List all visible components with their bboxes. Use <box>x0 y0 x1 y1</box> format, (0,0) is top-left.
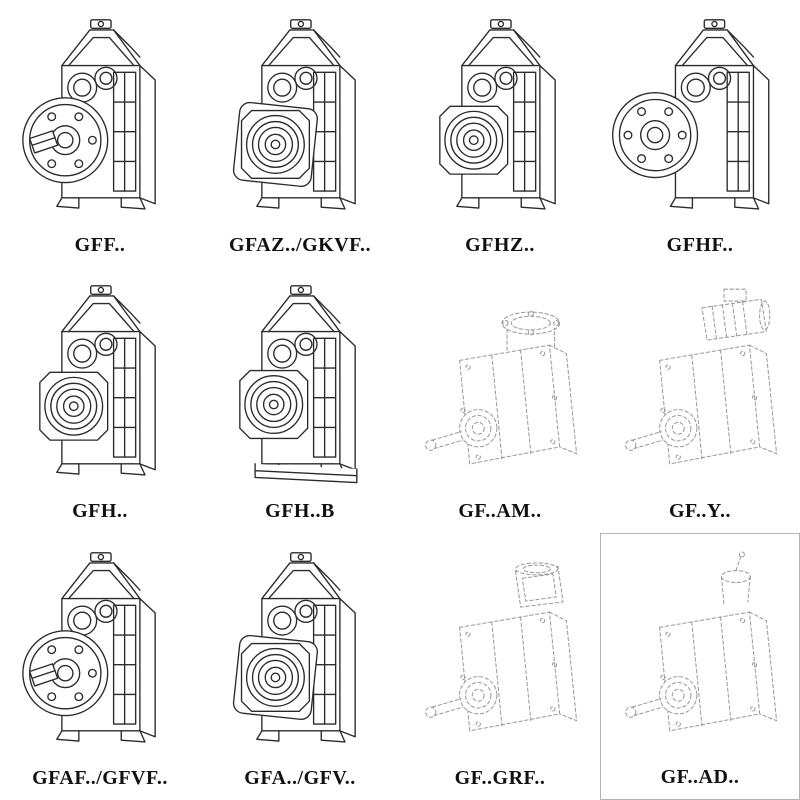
gearbox-model-label: GFF.. <box>74 233 126 256</box>
gearbox-cell: GFHZ.. <box>400 0 600 267</box>
flange-mounted-solid-shaft-icon <box>11 546 189 758</box>
gearbox-drawing-gf-grf <box>402 539 598 765</box>
gearbox-drawing-gfhz <box>402 6 598 232</box>
gearbox-drawing-gf-ad <box>603 540 797 764</box>
hollow-shaft-icon <box>11 279 189 491</box>
input-shaft-adapter-icon <box>607 546 794 758</box>
gearbox-drawing-gfaz-gkvf <box>202 6 398 232</box>
gearbox-cell: GF..AD.. <box>600 533 800 800</box>
iec-motor-adapter-icon <box>407 279 594 491</box>
gearbox-cell: GFH.. <box>0 267 200 534</box>
gearbox-model-label: GF..AM.. <box>458 500 542 523</box>
gearbox-drawing-gf-y <box>602 273 798 499</box>
gearbox-model-label: GFA../GFV.. <box>244 766 356 789</box>
gearbox-cell: GFHF.. <box>600 0 800 267</box>
hollow-shaft-round-flange-icon <box>611 13 789 225</box>
gearbox-drawing-gfaf-gfvf <box>2 539 198 765</box>
input-flange-block-icon <box>407 546 594 758</box>
motor-mounted-icon <box>607 279 794 491</box>
hollow-shaft-foot-base-icon <box>211 279 389 491</box>
gearbox-model-label: GFAF../GFVF.. <box>32 766 168 789</box>
gearbox-drawing-gfhf <box>602 6 798 232</box>
gearbox-model-label: GFAZ../GKVF.. <box>228 233 372 256</box>
hollow-shaft-square-flange-icon <box>211 546 389 758</box>
gearbox-model-label: GFH.. <box>72 500 128 523</box>
gearbox-cell: GF..Y.. <box>600 267 800 534</box>
gearbox-cell: GFAF../GFVF.. <box>0 533 200 800</box>
gearbox-model-label: GF..Y.. <box>668 500 732 523</box>
gearbox-cell: GFF.. <box>0 0 200 267</box>
gearbox-cell: GF..GRF.. <box>400 533 600 800</box>
gearbox-model-label: GF..AD.. <box>660 765 740 788</box>
gearbox-drawing-gf-am <box>402 273 598 499</box>
gearbox-drawing-gfa-gfv <box>202 539 398 765</box>
gearbox-model-label: GFH..B <box>265 500 335 523</box>
gearbox-cell: GFA../GFV.. <box>200 533 400 800</box>
hollow-shaft-shrink-disc-icon <box>411 13 589 225</box>
gearbox-cell: GFAZ../GKVF.. <box>200 0 400 267</box>
flange-mounted-solid-shaft-icon <box>11 13 189 225</box>
gearbox-cell: GFH..B <box>200 267 400 534</box>
gearbox-drawing-gfh <box>2 273 198 499</box>
gearbox-model-label: GFHF.. <box>666 233 734 256</box>
gearbox-drawing-gfh-b <box>202 273 398 499</box>
hollow-shaft-square-flange-icon <box>211 13 389 225</box>
gearbox-model-label: GFHZ.. <box>465 233 535 256</box>
gearbox-cell: GF..AM.. <box>400 267 600 534</box>
gearbox-drawing-gff <box>2 6 198 232</box>
gearbox-model-label: GF..GRF.. <box>454 766 546 789</box>
